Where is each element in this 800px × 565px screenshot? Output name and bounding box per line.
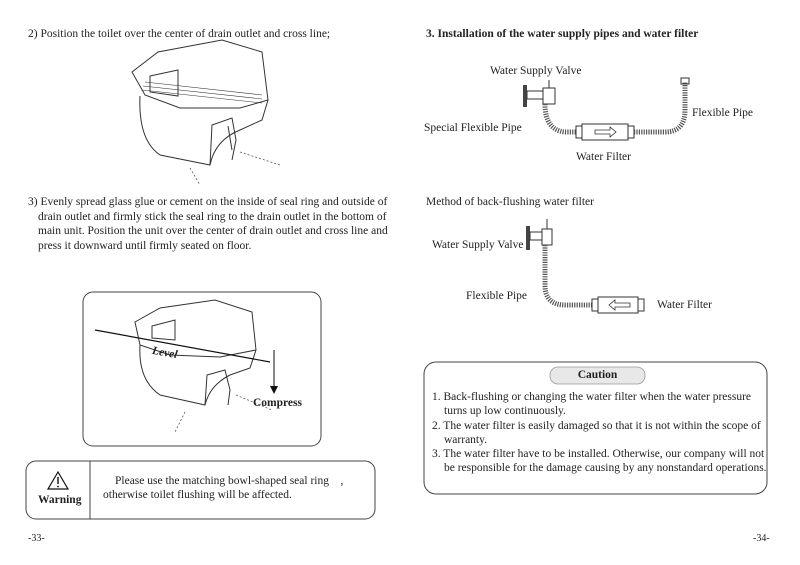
figure-frame [82,291,322,447]
right-page: 3. Installation of the water supply pipe… [400,0,800,565]
warning-text-line2: otherwise toilet flushing will be affect… [103,489,292,501]
caution-box [423,361,768,495]
step3-line: press it downward until firmly seated on… [38,239,252,252]
step3-line: main unit. Position the unit over the ce… [38,225,388,237]
compress-label: Compress [253,397,302,409]
page-number-left: -33- [28,533,45,544]
flexible-pipe [542,245,592,308]
filter-arrow-left-icon [608,299,631,311]
special-flexible-pipe-label: Special Flexible Pipe [424,122,522,134]
flexible-pipe-label: Flexible Pipe [692,107,754,119]
water-filter-label-2: Water Filter [657,299,712,311]
caution-title-badge [549,366,646,385]
caution-item1-line1: 1. Back-flushing or changing the water f… [432,391,752,403]
valve-wall-plate [526,226,530,250]
pipe-end-fitting [680,77,690,85]
backflush-title: Method of back-flushing water filter [426,196,594,208]
left-page: 2) Position the toilet over the center o… [25,28,398,544]
water-supply-valve-label-2: Water Supply Valve [432,239,524,251]
caution-title: Caution [577,369,618,381]
backflush-diagram [526,219,645,314]
filter-arrow-right-icon [594,126,617,138]
compress-arrow-head [270,386,278,394]
caution-item2-line2: warranty. [444,434,487,446]
water-supply-valve-label: Water Supply Valve [490,65,582,77]
water-filter-diagram [523,77,690,141]
step2-text: 2) Position the toilet over the center o… [28,28,331,40]
flexible-pipe-label-2: Flexible Pipe [466,290,528,302]
warning-text-line1: Please use the matching bowl-shaped seal… [115,475,344,487]
caution-item1-line2: turns up low continuously. [444,405,566,417]
filter-connector-right [637,298,645,312]
toilet-illustration-top [131,39,281,186]
flexible-pipe [634,82,688,135]
step3-line: drain outlet and firmly stick the seal r… [38,210,387,223]
warning-box [25,460,376,520]
step3-line: 3) Evenly spread glass glue or cement on… [28,196,388,208]
caution-item3-line2: be responsible for the damage causing by… [444,462,767,474]
warning-triangle-icon [46,470,70,490]
page-number-right: -34- [753,533,770,544]
caution-item2-line1: 2. The water filter is easily damaged so… [432,420,761,432]
valve-wall-plate [523,85,527,107]
level-line [94,329,271,363]
warning-label: Warning [38,494,82,506]
caution-item3-line1: 3. The water filter have to be installed… [432,448,765,460]
water-filter-label: Water Filter [576,151,631,163]
step3-paragraph: 3) Evenly spread glass glue or cement on… [28,195,398,253]
level-compress-figure [82,291,322,447]
section-title: 3. Installation of the water supply pipe… [426,28,699,40]
